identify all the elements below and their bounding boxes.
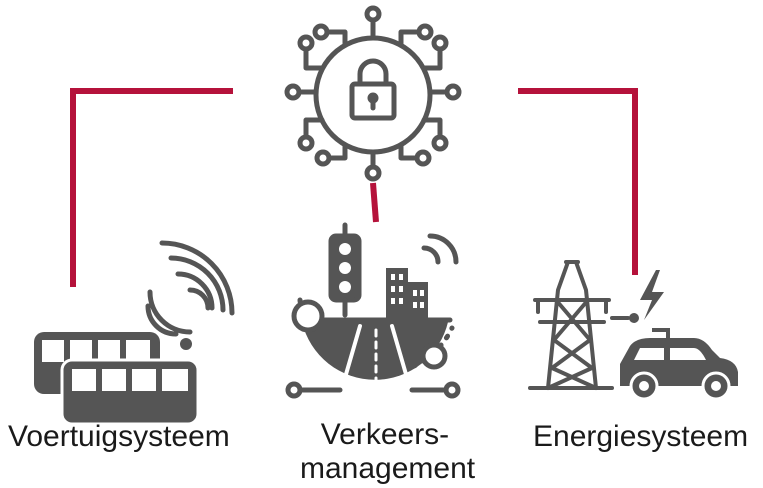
connector-left [70,88,233,287]
label-energy-system: Energiesysteem [533,420,749,453]
label-traffic-management: Verkeers- management [300,418,476,486]
label-traffic-line2: management [300,452,476,485]
connector-middle [370,182,379,223]
padlock-circuit-icon [284,5,462,182]
bus-wifi-icon [34,240,235,426]
connector-right [518,88,638,275]
connector-lines [70,88,638,287]
label-traffic-line1: Verkeers- [320,418,450,451]
traffic-city-icon [285,222,461,399]
power-pylon-ev-icon [528,260,738,401]
label-vehicle-system: Voertuigsysteem [8,420,230,453]
